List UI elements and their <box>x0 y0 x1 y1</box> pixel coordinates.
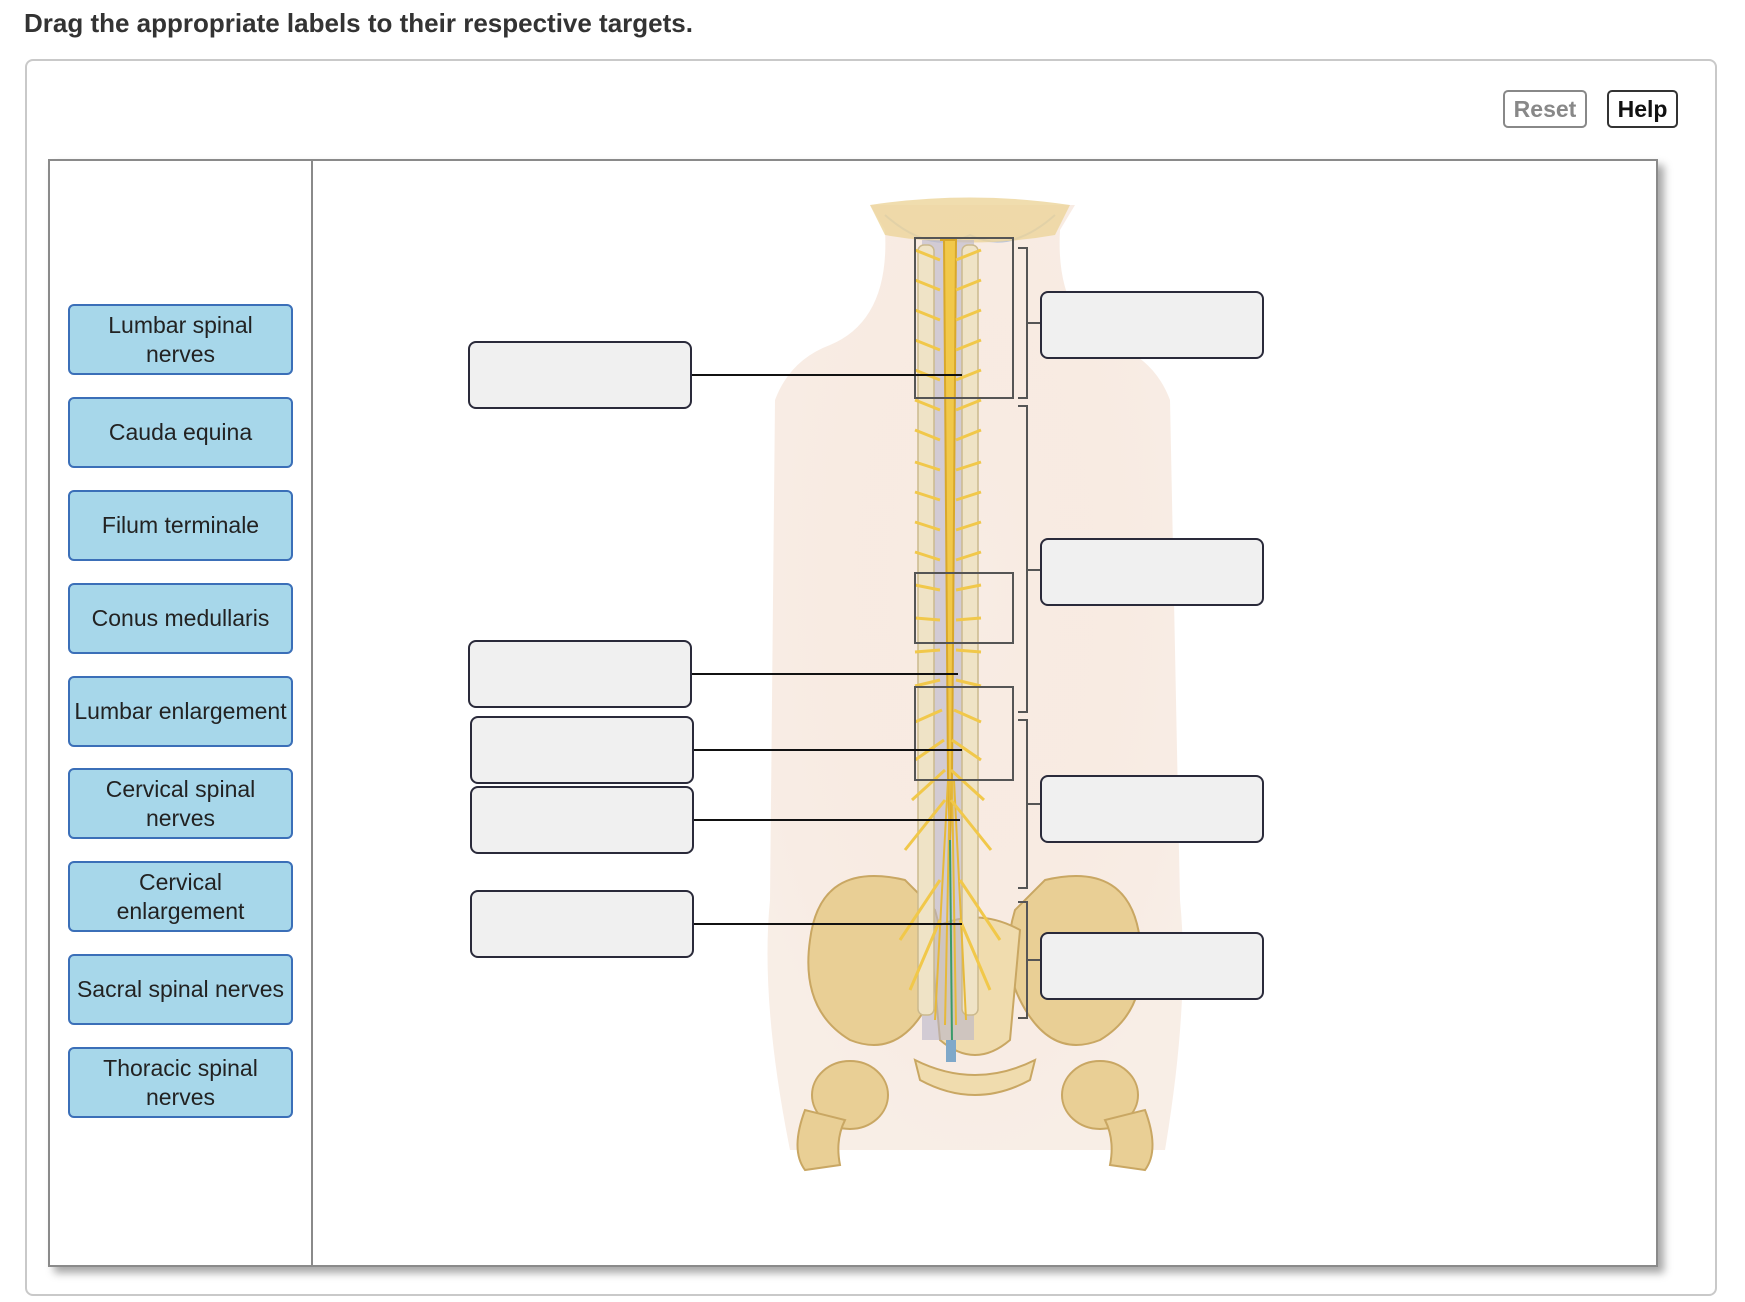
leader-lines <box>692 374 962 925</box>
drop-target-8[interactable] <box>1040 775 1264 843</box>
region-brackets <box>1018 247 1040 1019</box>
label-lumbar-enlargement[interactable]: Lumbar enlargement <box>68 676 293 747</box>
drop-target-6[interactable] <box>1040 291 1264 359</box>
label-sacral-spinal-nerves[interactable]: Sacral spinal nerves <box>68 954 293 1025</box>
label-cervical-spinal-nerves[interactable]: Cervical spinal nerves <box>68 768 293 839</box>
spinal-nerve-branches <box>898 248 1002 991</box>
cauda-equina-fibers <box>934 779 967 1026</box>
label-lumbar-spinal-nerves[interactable]: Lumbar spinal nerves <box>68 304 293 375</box>
drop-target-2[interactable] <box>468 640 692 708</box>
drop-target-4[interactable] <box>470 786 694 854</box>
drop-target-5[interactable] <box>470 890 694 958</box>
label-thoracic-spinal-nerves[interactable]: Thoracic spinal nerves <box>68 1047 293 1118</box>
label-filum-terminale[interactable]: Filum terminale <box>68 490 293 561</box>
label-cauda-equina[interactable]: Cauda equina <box>68 397 293 468</box>
drop-target-9[interactable] <box>1040 932 1264 1000</box>
drop-target-3[interactable] <box>470 716 694 784</box>
skull-base <box>870 197 1070 243</box>
filum-terminale-line <box>949 839 953 1046</box>
instruction-text: Drag the appropriate labels to their res… <box>24 8 693 38</box>
region-boxes <box>914 237 1014 781</box>
drop-target-1[interactable] <box>468 341 692 409</box>
label-bank-divider <box>311 159 313 1267</box>
label-conus-medullaris[interactable]: Conus medullaris <box>68 583 293 654</box>
drop-target-7[interactable] <box>1040 538 1264 606</box>
reset-button[interactable]: Reset <box>1503 90 1587 128</box>
activity-panel <box>25 59 1717 1296</box>
help-button[interactable]: Help <box>1607 90 1678 128</box>
coccyx <box>946 1040 956 1062</box>
label-cervical-enlargement[interactable]: Cervical enlargement <box>68 861 293 932</box>
